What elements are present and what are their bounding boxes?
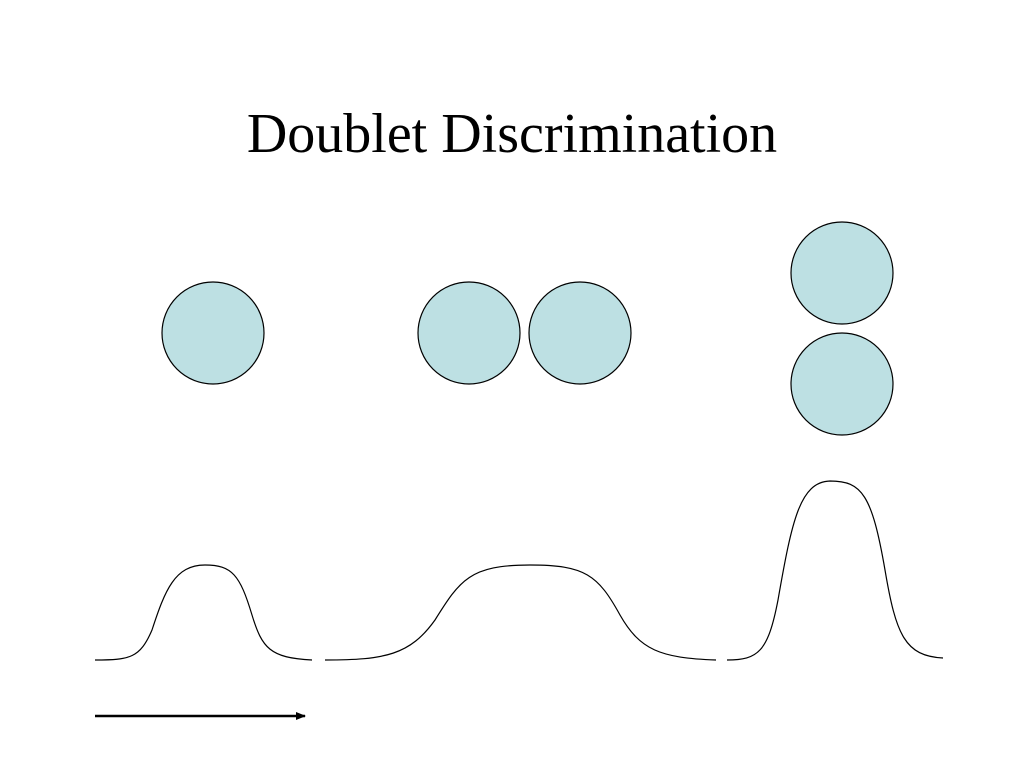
cell-circle-icon bbox=[161, 281, 265, 385]
signal-pulse-doublet-tall bbox=[726, 480, 944, 661]
cell-circle-icon bbox=[417, 281, 521, 385]
signal-pulse-single bbox=[94, 564, 313, 661]
panel-single-cell bbox=[94, 281, 313, 661]
cell-circle-icon bbox=[790, 221, 894, 325]
slide-title: Doublet Discrimination bbox=[246, 103, 778, 165]
signal-pulse-doublet-wide bbox=[324, 564, 717, 661]
panel-doublet-vertical bbox=[726, 221, 944, 661]
cell-circle-icon bbox=[790, 332, 894, 436]
panel-doublet-horizontal bbox=[324, 281, 717, 661]
cell-circle-icon bbox=[528, 281, 632, 385]
